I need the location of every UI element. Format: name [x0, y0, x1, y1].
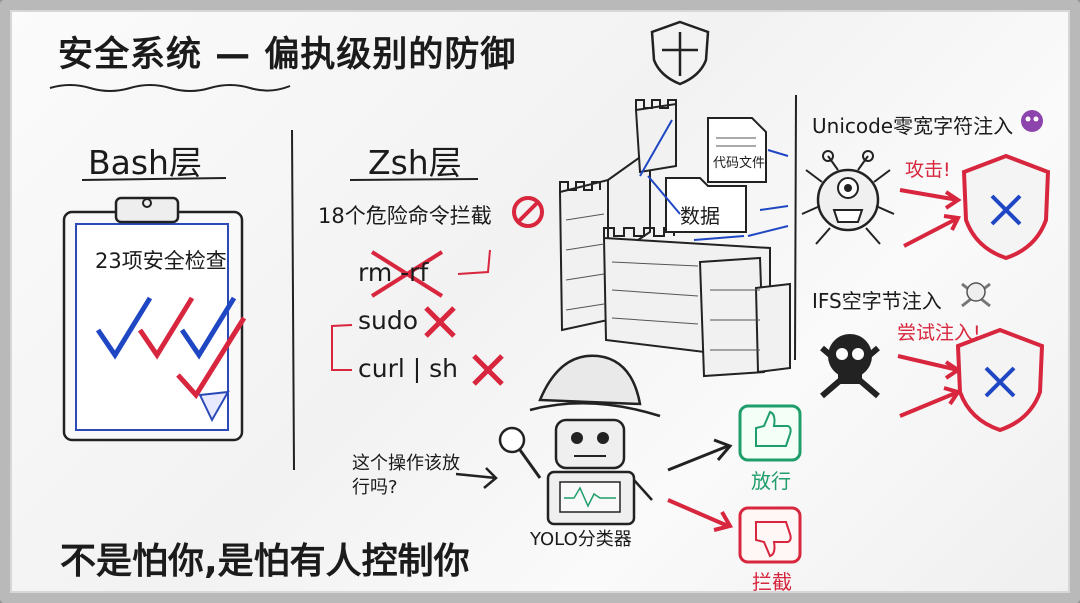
slogan: 不是怕你,是怕有人控制你: [60, 541, 470, 582]
check-mark-icon: [176, 316, 247, 400]
attack-arrows: [897, 354, 962, 418]
shield-icon: [955, 327, 1045, 433]
try-injection-tag: 尝试注入!: [897, 322, 981, 344]
divider-1: [291, 129, 295, 471]
unicode-injection-label: Unicode零宽字符注入: [812, 114, 1014, 138]
cross-icon: [424, 306, 456, 338]
cross-icon: [472, 354, 504, 386]
castle-bricks: [565, 213, 760, 351]
block-label: 拦截: [752, 570, 792, 594]
allow-arrow: [667, 438, 733, 472]
block-arrow: [667, 498, 734, 532]
detective-robot-illustration: [529, 354, 661, 526]
alien-emoji-icon: [1021, 110, 1043, 132]
danger-command-count: 18个危险命令拦截: [318, 204, 492, 228]
yolo-classifier-label: YOLO分类器: [530, 529, 632, 550]
bracket-arrow-left: [331, 324, 353, 371]
command-rm-rf: rm -rf: [358, 258, 429, 287]
cross-icon: [370, 250, 444, 298]
data-folder-icon: [665, 177, 747, 233]
code-file-icon: [707, 117, 767, 183]
thumbs-up-icon: [738, 404, 802, 462]
code-file-label: 代码文件: [713, 156, 766, 171]
divider-2: [794, 94, 797, 361]
shield-icon: [961, 153, 1051, 261]
bash-heading-underline: [81, 177, 227, 181]
attack-tag: 攻击!: [905, 159, 951, 181]
title-underline: [49, 84, 291, 92]
command-sudo: sudo: [358, 306, 419, 335]
thumbs-down-icon: [738, 506, 802, 564]
zsh-heading: Zsh层: [368, 143, 462, 182]
clipboard-icon: [62, 196, 244, 442]
no-entry-icon: [512, 196, 544, 228]
command-curl-sh: curl | sh: [358, 354, 458, 383]
check-mark-icon: [137, 296, 195, 360]
check-mark-icon: [95, 296, 153, 360]
check-mark-icon: [179, 296, 237, 360]
ifs-injection-label: IFS空字节注入: [812, 289, 942, 313]
bracket-arrow-right: [457, 249, 491, 275]
attack-arrows: [899, 188, 962, 248]
robot-question: 这个操作该放行吗?: [352, 453, 460, 498]
magnifier-icon: [498, 426, 542, 479]
zsh-heading-underline: [349, 178, 479, 181]
clipboard-title: 23项安全检查: [95, 249, 227, 273]
allow-label: 放行: [751, 469, 791, 493]
bash-heading: Bash层: [88, 143, 202, 182]
page-title: 安全系统 — 偏执级别的防御: [58, 35, 517, 75]
castle-wall-illustration: [558, 99, 791, 378]
skull-emoji-icon: [961, 282, 991, 308]
flow-arrows: [639, 119, 789, 241]
data-label: 数据: [680, 204, 720, 228]
question-arrow: [455, 467, 498, 489]
virus-monster-icon: [801, 150, 895, 245]
shield-icon: [650, 20, 710, 86]
skull-crossbones-icon: [820, 334, 880, 399]
